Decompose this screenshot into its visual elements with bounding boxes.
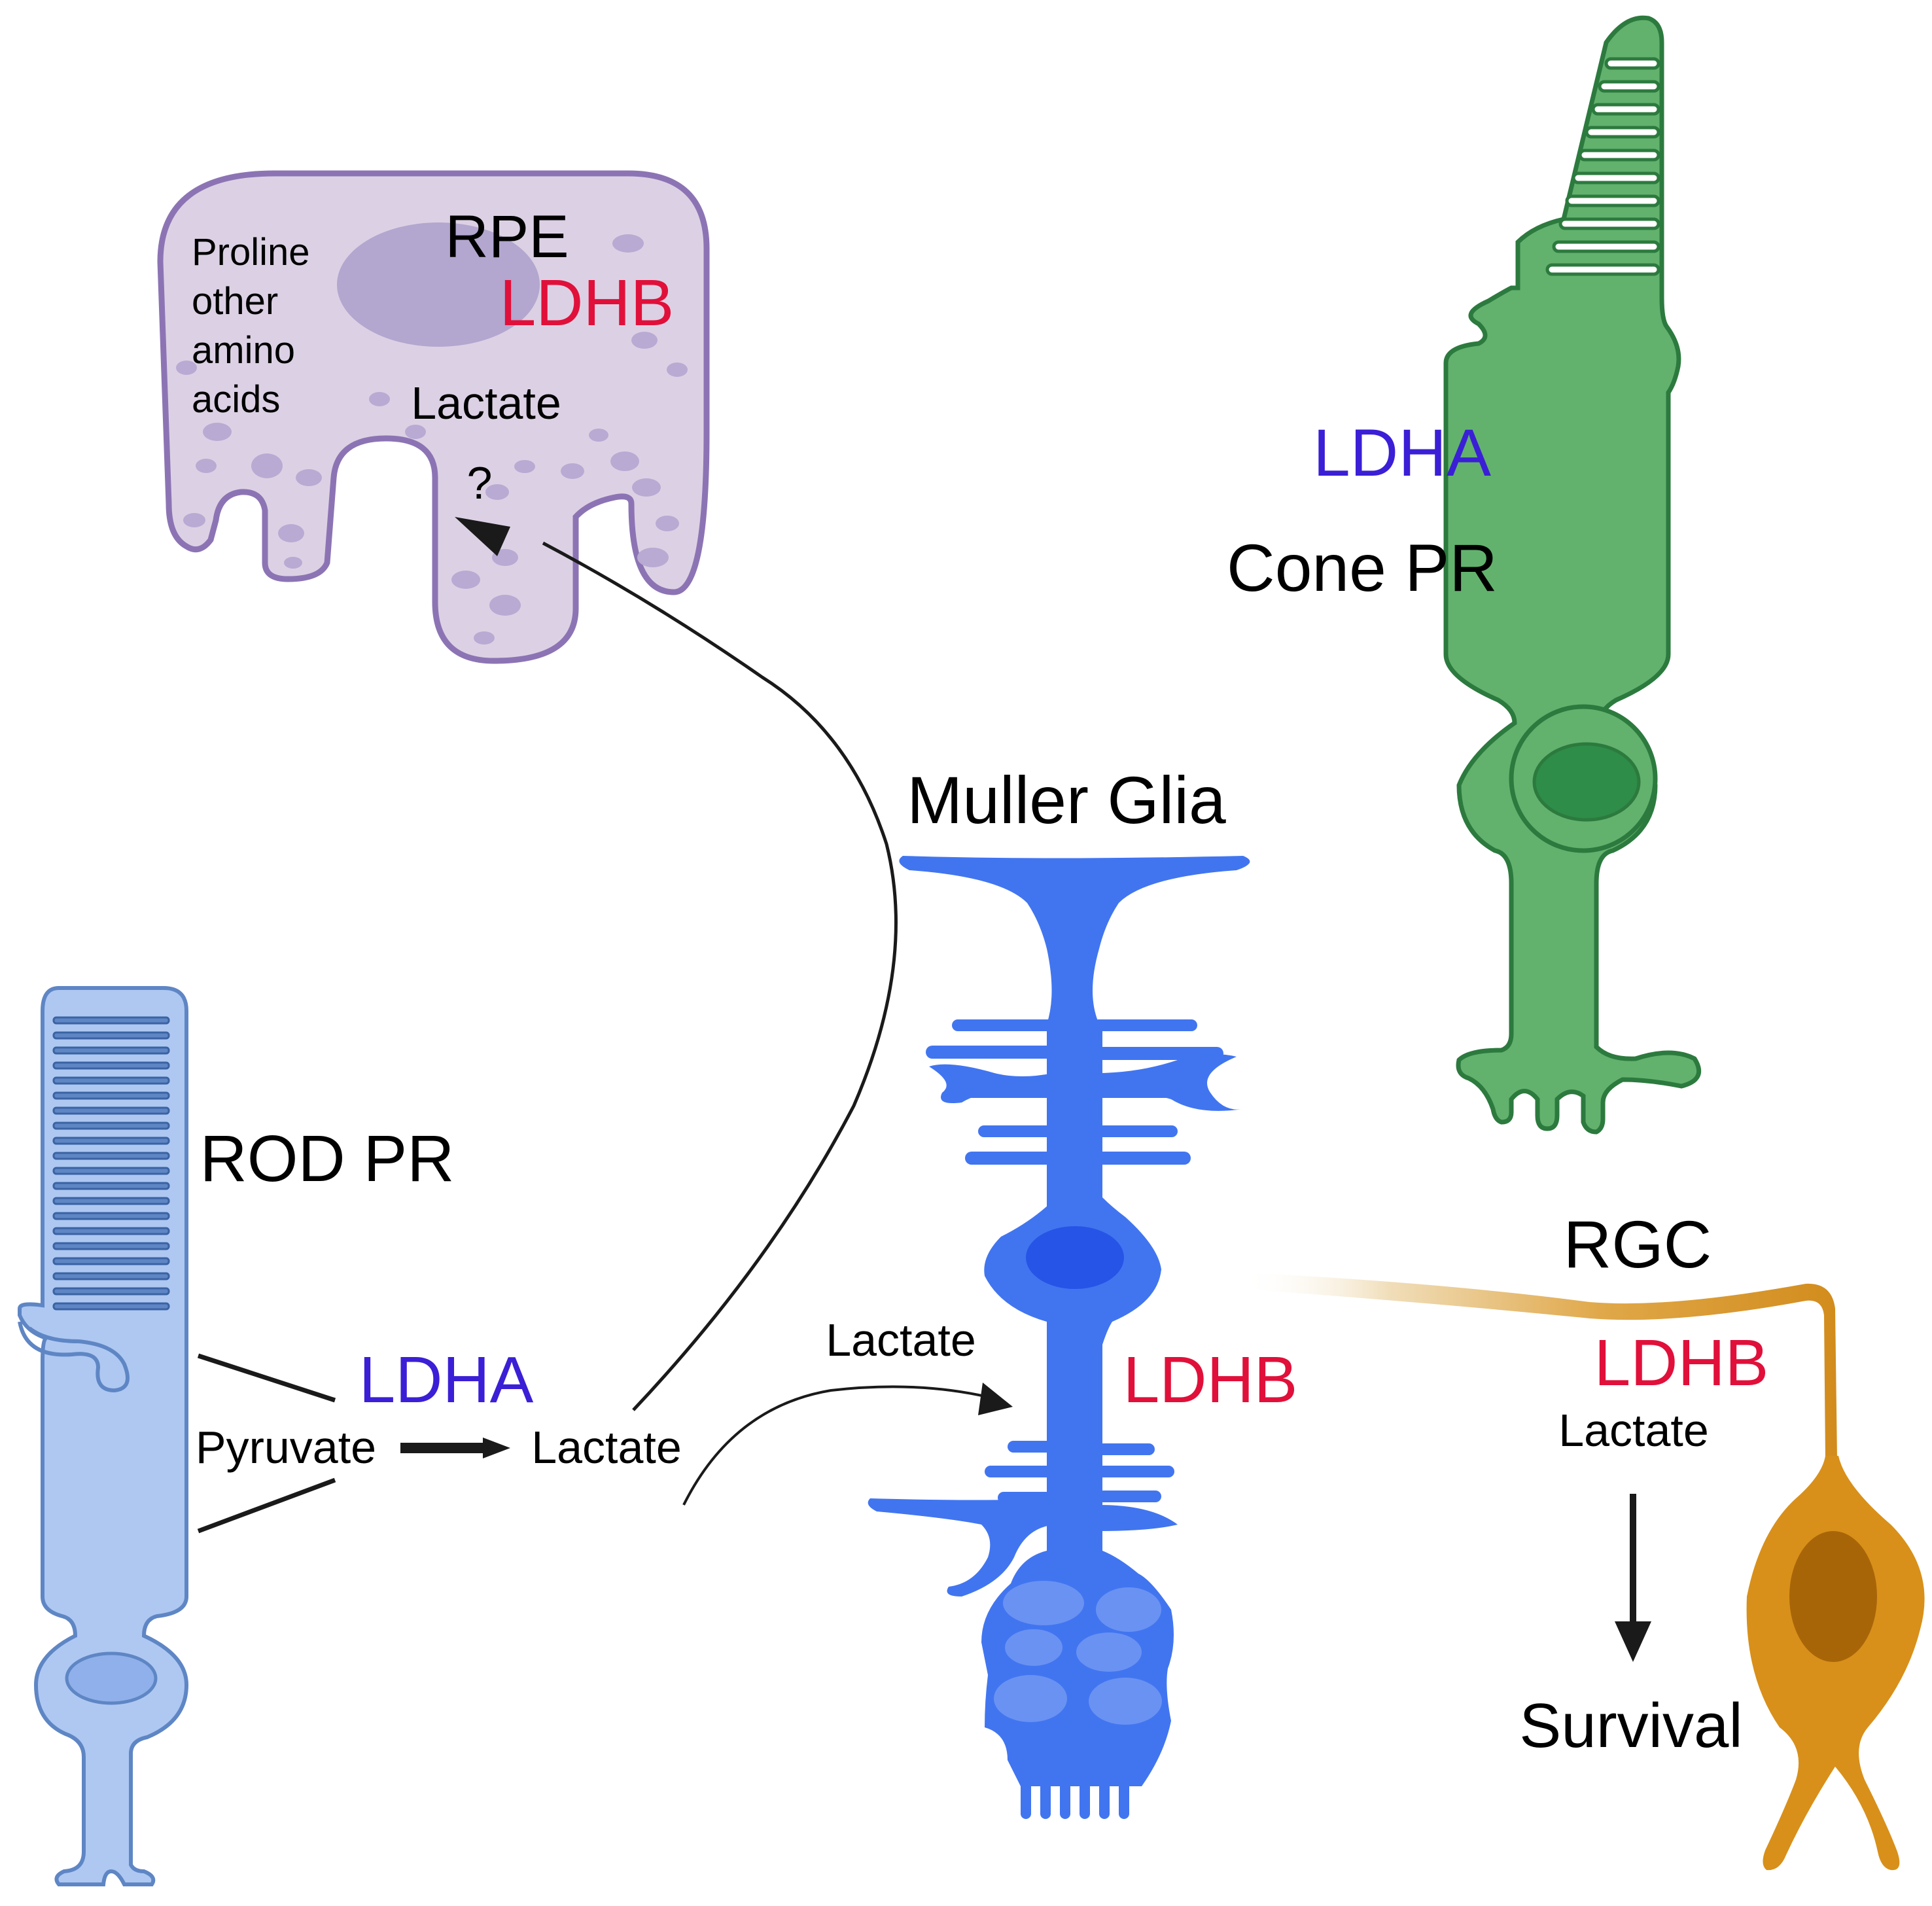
muller-inner-nuclei — [994, 1581, 1162, 1725]
rod-soma-nucleus — [65, 1651, 158, 1705]
muller-label: Muller Glia — [907, 763, 1226, 838]
rod-callout-lower — [197, 1477, 336, 1534]
rod-reaction-product: Lactate — [531, 1422, 682, 1473]
rgc-label: RGC — [1564, 1207, 1712, 1282]
survival-arrow-shaft — [1630, 1494, 1636, 1625]
arrow-rod-to-muller-head — [978, 1383, 1013, 1415]
rgc-metabolite: Lactate — [1558, 1405, 1709, 1456]
reaction-arrow-head — [483, 1438, 510, 1458]
rgc-nucleus — [1789, 1531, 1877, 1662]
retinal-ganglion-cell — [1243, 1273, 1925, 1871]
rod-reaction-substrate: Pyruvate — [196, 1422, 376, 1473]
muller-inner-endfeet — [1021, 1780, 1129, 1819]
muller-enzyme: LDHB — [1123, 1343, 1298, 1417]
arrow-rod-to-rpe — [542, 541, 898, 1411]
cone-photoreceptor — [1443, 15, 1702, 1135]
reaction-arrow-shaft — [400, 1443, 485, 1453]
rpe-substrate-line-4: acids — [192, 378, 280, 421]
rod-callout-upper — [197, 1353, 336, 1403]
rgc-outcome: Survival — [1519, 1691, 1742, 1761]
muller-input-metabolite: Lactate — [826, 1315, 976, 1366]
connectors — [197, 517, 1651, 1662]
muller-inner-body — [981, 1551, 1174, 1786]
rpe-substrate-line-3: amino — [192, 329, 295, 372]
rpe-title: RPE — [445, 203, 569, 270]
arrow-rod-to-muller — [682, 1385, 989, 1506]
cone-label: Cone PR — [1227, 531, 1498, 605]
muller-endfeet-top — [899, 856, 1250, 1024]
rod-connecting-cilium — [18, 1321, 130, 1393]
rgc-soma — [1746, 1456, 1925, 1871]
rpe-cell — [157, 170, 710, 664]
rpe-granules — [176, 234, 688, 644]
labels: RPE LDHB Proline other amino acids Lacta… — [192, 203, 1768, 1761]
cone-discs — [1545, 57, 1660, 276]
rod-enzyme: LDHA — [359, 1343, 534, 1417]
cone-cell-body — [1443, 15, 1702, 1135]
cone-enzyme: LDHA — [1313, 415, 1491, 490]
rod-photoreceptor — [18, 986, 189, 1886]
rod-discs — [52, 1016, 170, 1311]
rpe-substrate-line-2: other — [192, 280, 278, 323]
rpe-enzyme: LDHB — [500, 266, 675, 340]
arrow-rod-to-rpe-head — [455, 517, 510, 556]
rpe-nucleus — [337, 222, 540, 347]
rgc-axon — [1243, 1273, 1837, 1459]
muller-nucleus — [1026, 1226, 1124, 1289]
rpe-metabolite: Lactate — [411, 378, 561, 429]
muller-lower-processes — [868, 1441, 1178, 1597]
rod-label: ROD PR — [200, 1122, 455, 1195]
muller-glia — [868, 856, 1250, 1819]
rpe-question-mark: ? — [467, 457, 493, 508]
survival-arrow-head — [1615, 1621, 1651, 1662]
rpe-substrate-line-1: Proline — [192, 231, 310, 274]
cone-nucleus — [1532, 742, 1641, 822]
rgc-enzyme: LDHB — [1594, 1326, 1769, 1400]
muller-side-processes — [926, 1019, 1243, 1165]
